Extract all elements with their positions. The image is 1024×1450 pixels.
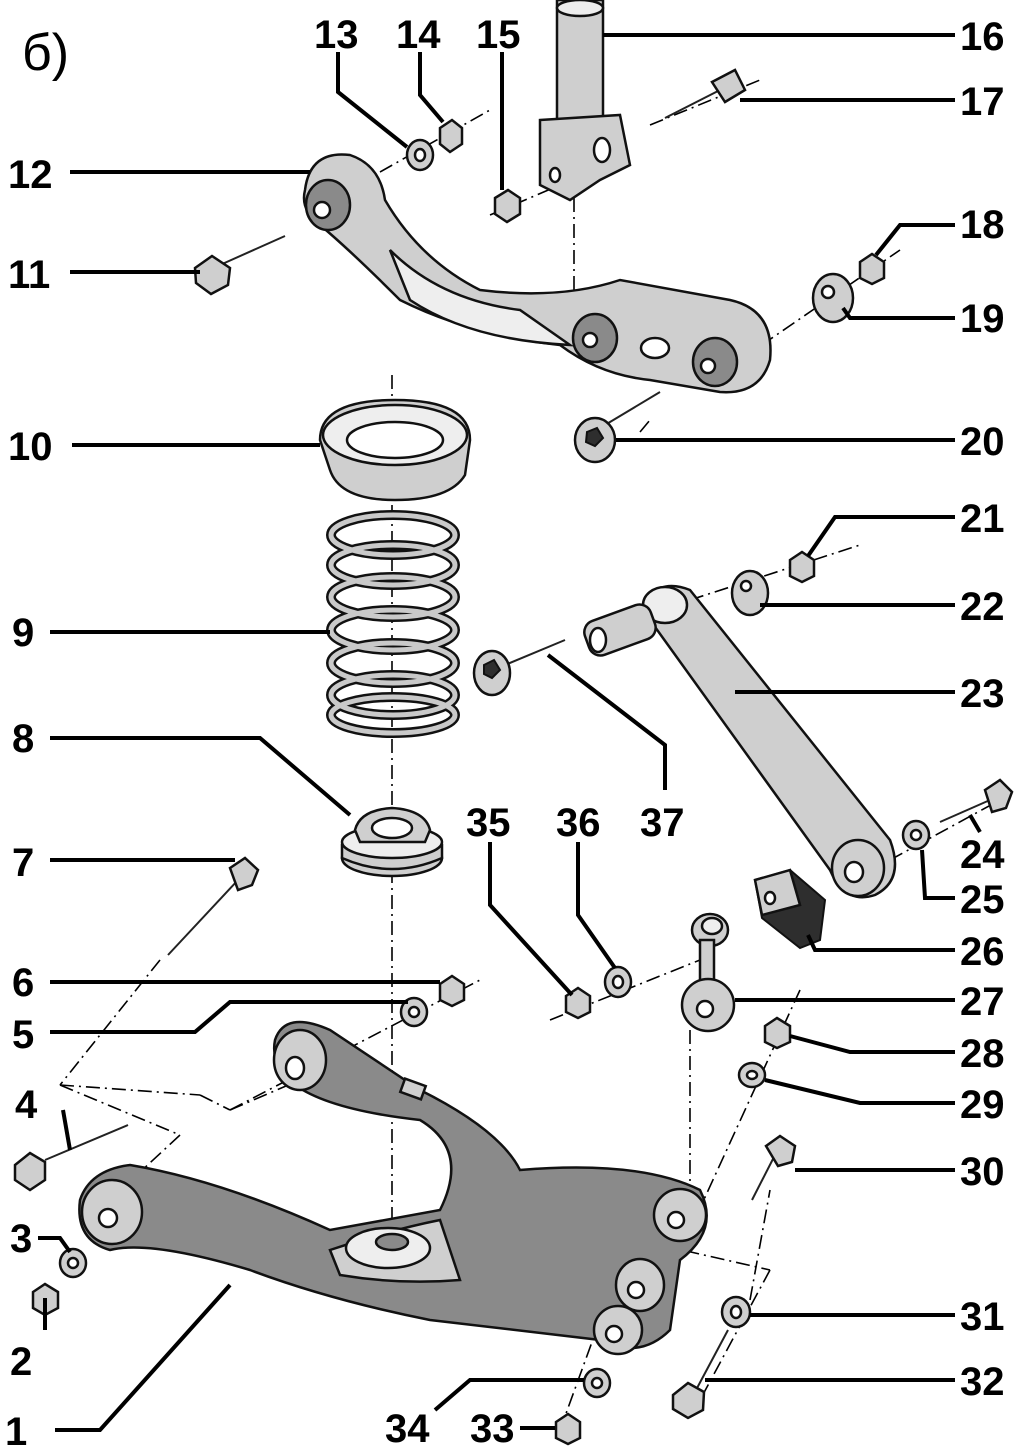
coil-spring — [326, 510, 460, 738]
bolt-32 — [671, 1329, 729, 1420]
label-10: 10 — [8, 425, 53, 469]
label-37: 37 — [640, 801, 685, 845]
label-4: 4 — [15, 1083, 38, 1127]
label-28: 28 — [960, 1032, 1005, 1076]
label-36: 36 — [556, 801, 601, 845]
label-19: 19 — [960, 297, 1005, 341]
washer-5 — [399, 996, 429, 1028]
bolt-17 — [664, 68, 747, 119]
bolt-4 — [13, 1124, 129, 1192]
nut-21 — [788, 550, 816, 584]
label-3: 3 — [10, 1217, 32, 1261]
washer-31 — [720, 1295, 752, 1329]
nut-14 — [438, 118, 464, 154]
label-9: 9 — [12, 611, 34, 655]
stabilizer-link-27 — [680, 912, 736, 1033]
label-11: 11 — [8, 253, 50, 297]
label-30: 30 — [960, 1150, 1005, 1194]
bolt-7 — [167, 856, 260, 956]
label-22: 22 — [960, 585, 1005, 629]
part-labels: 1 2 3 4 5 6 7 8 9 10 11 12 13 14 15 16 1… — [5, 13, 1005, 1450]
spring-lower-seat — [340, 806, 444, 878]
nut-6 — [438, 974, 466, 1008]
label-6: 6 — [12, 961, 34, 1005]
washer-3 — [58, 1247, 88, 1279]
washer-25 — [901, 819, 931, 851]
figure-title: б) — [22, 24, 69, 82]
label-1: 1 — [5, 1410, 27, 1450]
label-27: 27 — [960, 980, 1005, 1024]
nut-15 — [493, 188, 522, 224]
label-15: 15 — [476, 13, 521, 57]
label-18: 18 — [960, 203, 1005, 247]
shock-absorber — [538, 0, 632, 202]
label-13: 13 — [314, 13, 359, 57]
label-17: 17 — [960, 80, 1005, 124]
label-25: 25 — [960, 878, 1005, 922]
label-34: 34 — [385, 1407, 430, 1450]
label-33: 33 — [470, 1407, 515, 1450]
link-23 — [583, 584, 897, 899]
leader-lines — [38, 33, 982, 1432]
label-32: 32 — [960, 1360, 1005, 1404]
lower-control-arm — [78, 1020, 708, 1356]
label-21: 21 — [960, 497, 1005, 541]
washer-29 — [737, 1061, 767, 1089]
label-7: 7 — [12, 841, 34, 885]
bolt-37 — [472, 639, 566, 697]
label-35: 35 — [466, 801, 511, 845]
label-20: 20 — [960, 420, 1005, 464]
nut-33 — [554, 1412, 582, 1446]
label-16: 16 — [960, 15, 1005, 59]
label-12: 12 — [8, 153, 53, 197]
label-5: 5 — [12, 1013, 34, 1057]
washer-13 — [405, 138, 435, 172]
label-2: 2 — [10, 1340, 32, 1384]
label-23: 23 — [960, 672, 1005, 716]
washer-34 — [582, 1367, 612, 1399]
nut-28 — [763, 1016, 792, 1050]
label-14: 14 — [396, 13, 441, 57]
label-29: 29 — [960, 1083, 1005, 1127]
bolt-30 — [751, 1134, 797, 1201]
washer-36 — [603, 965, 633, 999]
nut-35 — [564, 986, 592, 1020]
upper-control-arm — [302, 153, 772, 394]
cushion-26 — [753, 868, 827, 950]
bolt-24 — [939, 778, 1014, 823]
washer-22 — [730, 569, 770, 617]
label-31: 31 — [960, 1295, 1005, 1339]
bolt-20 — [573, 391, 661, 464]
label-8: 8 — [12, 717, 34, 761]
label-26: 26 — [960, 930, 1005, 974]
spring-upper-seat — [318, 398, 472, 502]
label-24: 24 — [960, 833, 1005, 877]
bolt-11 — [193, 235, 286, 296]
nut-18 — [858, 252, 886, 286]
